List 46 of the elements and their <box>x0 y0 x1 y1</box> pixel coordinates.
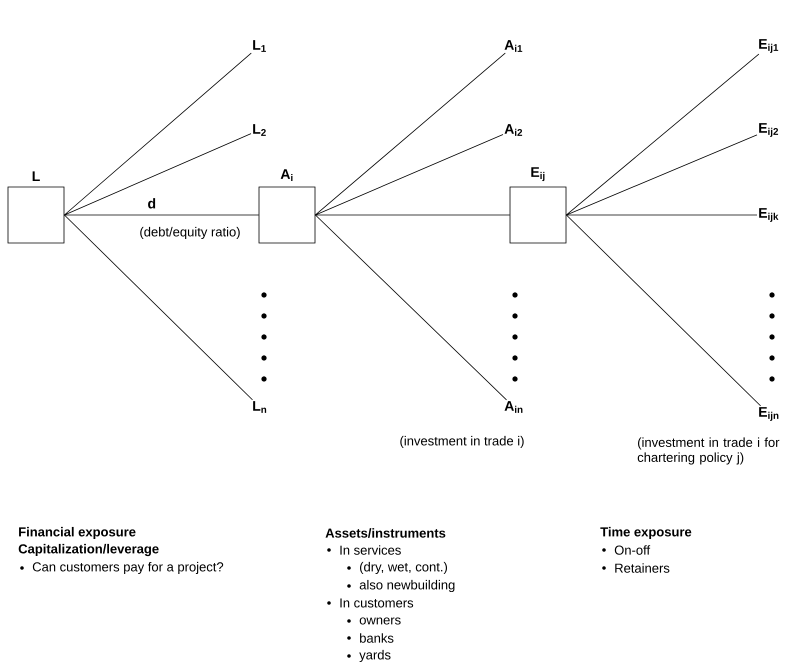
node-label: L$_{n}$ <box>253 401 266 413</box>
branch-line <box>566 134 758 216</box>
note: (debt/equity ratio) <box>138 226 242 240</box>
node-label: A$_{in}$ <box>504 401 522 413</box>
list-item: In services <box>327 545 401 555</box>
node-label: E$_{ij}$ <box>531 167 544 182</box>
list-item: In customers <box>327 598 414 608</box>
list-item: yards <box>347 650 391 662</box>
note: (investment in trade i) <box>398 434 526 450</box>
heading: Time exposure <box>600 526 692 540</box>
node-label: E$_{ij2}$ <box>759 123 778 137</box>
node-label: A$_{i2}$ <box>504 124 522 136</box>
node-label: L$_{2}$ <box>253 124 266 136</box>
branch-line <box>64 214 253 400</box>
box-node: A$_{i}$ <box>258 169 316 244</box>
edge-label: d <box>148 198 156 208</box>
heading: Assets/instruments <box>326 528 446 538</box>
note: (investment in trade i for chartering policy j) <box>638 437 780 465</box>
list-item: also newbuilding <box>347 580 454 592</box>
branch-line <box>315 214 510 216</box>
list-item: Retainers <box>602 563 670 573</box>
node-label: L$_{1}$ <box>253 40 266 52</box>
heading: Financial exposure <box>19 526 136 540</box>
branch-line <box>315 214 507 400</box>
branch-line <box>566 214 761 406</box>
branch-line <box>315 52 506 216</box>
branch-line <box>64 214 259 216</box>
node-label: L <box>32 171 40 182</box>
box-node: E$_{ij}$ <box>510 167 566 244</box>
box-node: L <box>8 171 64 244</box>
list-item: owners <box>347 617 401 625</box>
list-item: Can customers pay for a project? <box>20 562 224 574</box>
node-label: A$_{i1}$ <box>504 40 522 52</box>
list-item: (dry, wet, cont.) <box>347 562 448 574</box>
branch-line <box>64 52 252 216</box>
branch-line <box>315 134 504 216</box>
node-label: A$_{i}$ <box>280 169 292 182</box>
heading: Capitalization/leverage <box>18 544 159 556</box>
node-label: E$_{ijn}$ <box>759 407 778 421</box>
branch-line <box>64 133 252 216</box>
node-label: E$_{ij1}$ <box>759 39 778 53</box>
branch-line <box>566 54 760 216</box>
list-item: On-off <box>602 545 650 555</box>
list-item: banks <box>347 633 394 643</box>
node-label: E$_{ijk}$ <box>759 208 778 222</box>
branch-line <box>566 214 758 216</box>
